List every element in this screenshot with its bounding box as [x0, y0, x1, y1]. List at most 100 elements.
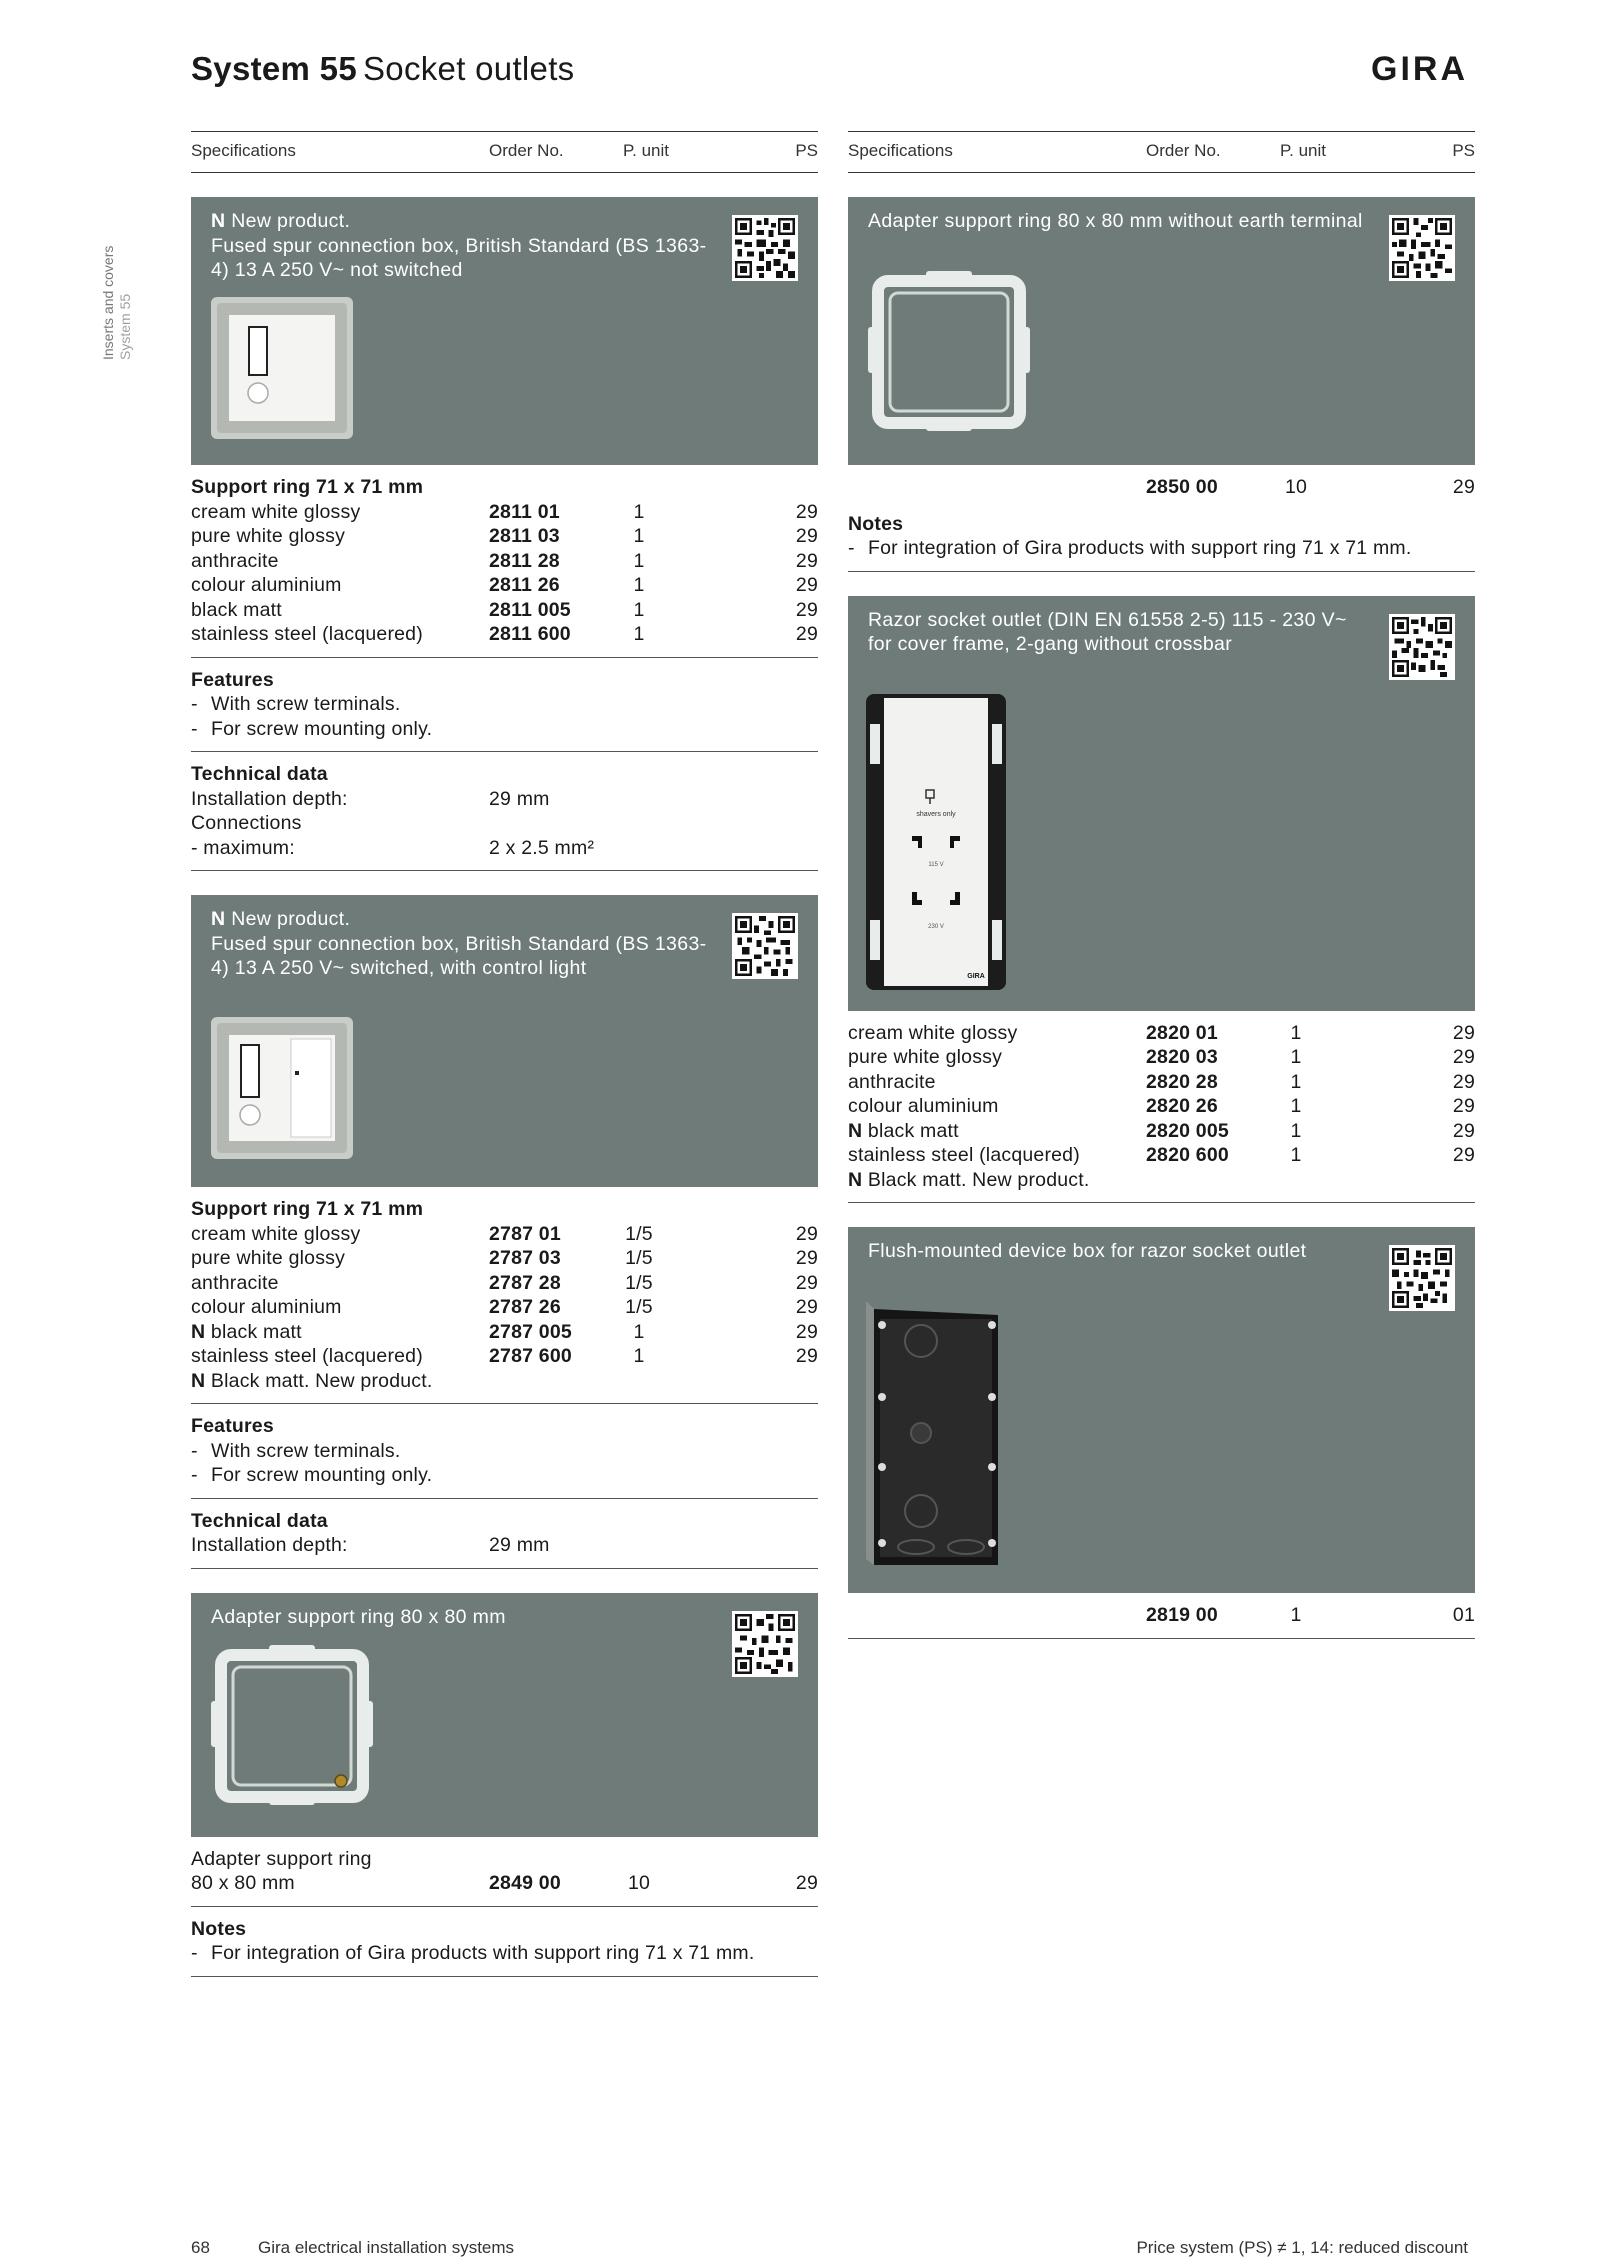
new-product-label: New product. — [231, 908, 351, 930]
qr-code-icon — [1389, 1245, 1455, 1311]
col-specifications: Specifications — [191, 141, 296, 160]
new-product-note: N Black matt. New product. — [191, 1369, 433, 1392]
product-title: Fused spur connection box, British Stand… — [211, 932, 707, 980]
new-mark: N — [211, 908, 226, 930]
product-title: Adapter support ring 80 x 80 mm without … — [868, 210, 1363, 232]
fused-spur-switched-image — [211, 1017, 353, 1159]
technical-data-heading: Technical data — [191, 1509, 328, 1532]
col-specifications: Specifications — [848, 141, 953, 160]
adapter-ring-no-earth-image — [868, 271, 1030, 431]
product-table: Support ring 71 x 71 mm cream white glos… — [191, 465, 818, 658]
col-ps: PS — [795, 141, 818, 160]
features-section: Features With screw terminals. For screw… — [191, 658, 818, 752]
column-header: Specifications Order No. P. unit PS — [191, 131, 818, 173]
technical-data-heading: Technical data — [191, 763, 328, 785]
side-section-label: Inserts and covers System 55 — [100, 246, 134, 360]
notes-heading: Notes — [191, 1917, 247, 1940]
tech-row: Installation depth:29 mm — [191, 1534, 550, 1556]
product-card-adapter-ring-no-earth: Adapter support ring 80 x 80 mm without … — [848, 197, 1475, 465]
product-card-fused-spur-switched: N New product. Fused spur connection box… — [191, 895, 818, 1187]
brand-logo: GIRA — [1371, 50, 1468, 88]
product-card-fused-spur-unswitched: N New product. Fused spur connection box… — [191, 197, 818, 465]
qr-code-icon — [732, 1610, 798, 1677]
razor-label-115v: 115 V — [928, 862, 943, 868]
razor-label-shavers: shavers only — [916, 811, 956, 818]
col-p-unit: P. unit — [1280, 141, 1327, 160]
product-title: Adapter support ring 80 x 80 mm — [211, 1605, 506, 1628]
features-heading: Features — [191, 1415, 274, 1437]
feature-item: With screw terminals. — [191, 692, 818, 717]
new-mark: N — [211, 210, 226, 232]
note-item: For integration of Gira products with su… — [191, 1941, 818, 1966]
left-column: Specifications Order No. P. unit PS N Ne… — [191, 131, 818, 1977]
razor-socket-image: shavers only 115 V 230 V GIRA — [866, 693, 1006, 990]
product-card-adapter-ring: Adapter support ring 80 x 80 mm — [191, 1592, 818, 1837]
adapter-ring-image — [211, 1644, 373, 1805]
product-title: Razor socket outlet (DIN EN 61558 2-5) 1… — [868, 608, 1347, 656]
fused-spur-box-image — [211, 297, 353, 439]
technical-data-section: Technical data Installation depth:29 mm — [191, 1499, 818, 1569]
table-row: Adapter support ring — [191, 1847, 372, 1870]
right-column: Specifications Order No. P. unit PS Adap… — [848, 131, 1475, 1639]
col-p-unit: P. unit — [623, 141, 670, 160]
page-title-system: System 55 — [191, 50, 357, 87]
qr-code-icon — [1389, 613, 1455, 680]
product-title: Flush-mounted device box for razor socke… — [868, 1240, 1307, 1262]
qr-code-icon — [732, 215, 798, 281]
features-heading: Features — [191, 668, 274, 691]
tech-row: Connections — [191, 812, 302, 834]
group-heading: Support ring 71 x 71 mm — [191, 476, 424, 498]
tech-row: Installation depth:29 mm — [191, 787, 550, 810]
note-item: For integration of Gira products with su… — [848, 536, 1475, 561]
col-ps: PS — [1452, 141, 1475, 160]
qr-code-icon — [732, 913, 798, 979]
product-table: Support ring 71 x 71 mm cream white glos… — [191, 1187, 818, 1404]
page-title-category: Socket outlets — [362, 50, 575, 87]
product-card-flush-box: Flush-mounted device box for razor socke… — [848, 1227, 1475, 1593]
tech-row: - maximum:2 x 2.5 mm² — [191, 836, 595, 859]
col-order-no: Order No. — [489, 141, 564, 160]
side-label-line2: System 55 — [117, 293, 133, 360]
new-product-label: New product. — [231, 210, 351, 232]
notes-section: Notes For integration of Gira products w… — [191, 1907, 818, 1977]
footer-publication: Gira electrical installation systems — [258, 2238, 515, 2257]
notes-heading: Notes — [848, 512, 904, 535]
qr-code-icon — [1389, 215, 1455, 281]
side-label-line1: Inserts and covers — [100, 245, 116, 360]
feature-item: For screw mounting only. — [191, 1463, 818, 1488]
group-heading: Support ring 71 x 71 mm — [191, 1198, 424, 1220]
feature-item: For screw mounting only. — [191, 717, 818, 742]
page-number: 68 — [191, 2238, 210, 2257]
product-card-razor-socket: Razor socket outlet (DIN EN 61558 2-5) 1… — [848, 595, 1475, 1011]
footer-price-note: Price system (PS) ≠ 1, 14: reduced disco… — [1136, 2238, 1468, 2257]
new-product-note: N Black matt. New product. — [848, 1168, 1090, 1191]
column-header: Specifications Order No. P. unit PS — [848, 131, 1475, 173]
razor-label-230v: 230 V — [928, 924, 944, 930]
features-section: Features With screw terminals. For screw… — [191, 1404, 818, 1499]
